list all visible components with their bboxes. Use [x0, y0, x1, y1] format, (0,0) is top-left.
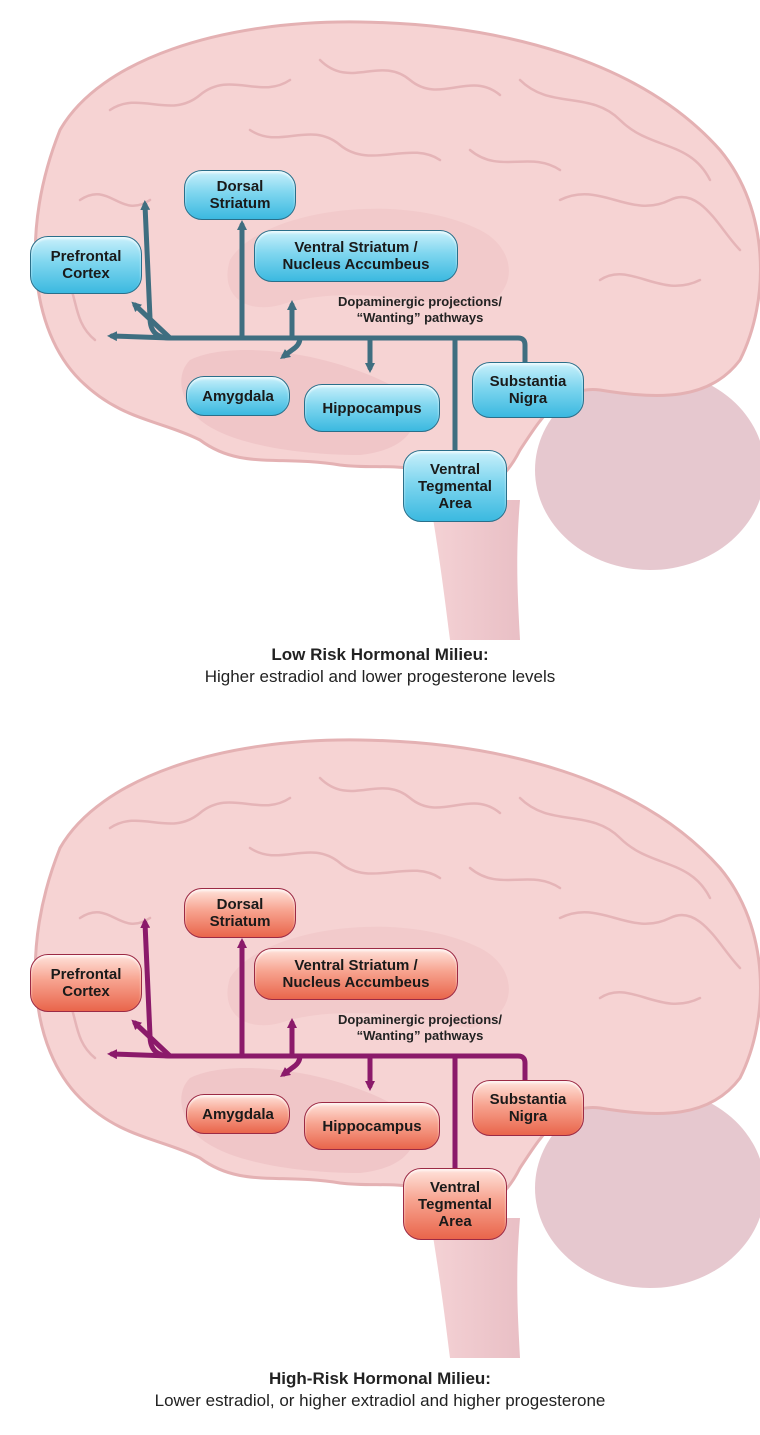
caption-title: Low Risk Hormonal Milieu:: [0, 644, 760, 666]
label-dorsal-striatum: Dorsal Striatum: [184, 888, 296, 938]
label-substantia-nigra: Substantia Nigra: [472, 1080, 584, 1136]
label-ventral-striatum: Ventral Striatum / Nucleus Accumbeus: [254, 230, 458, 282]
caption-high-risk: High-Risk Hormonal Milieu: Lower estradi…: [0, 1368, 760, 1412]
label-dorsal-striatum: Dorsal Striatum: [184, 170, 296, 220]
label-amygdala: Amygdala: [186, 376, 290, 416]
label-amygdala: Amygdala: [186, 1094, 290, 1134]
projections-text: Dopaminergic projections/ “Wanting” path…: [310, 1012, 530, 1044]
caption-low-risk: Low Risk Hormonal Milieu: Higher estradi…: [0, 644, 760, 688]
panel-low-risk: Prefrontal Cortex Dorsal Striatum Ventra…: [0, 0, 760, 700]
label-substantia-nigra: Substantia Nigra: [472, 362, 584, 418]
label-prefrontal-cortex: Prefrontal Cortex: [30, 954, 142, 1012]
panel-high-risk: Prefrontal Cortex Dorsal Striatum Ventra…: [0, 718, 760, 1435]
caption-subtitle: Higher estradiol and lower progesterone …: [0, 666, 760, 688]
projections-text: Dopaminergic projections/ “Wanting” path…: [310, 294, 530, 326]
caption-title: High-Risk Hormonal Milieu:: [0, 1368, 760, 1390]
label-prefrontal-cortex: Prefrontal Cortex: [30, 236, 142, 294]
label-ventral-tegmental-area: Ventral Tegmental Area: [403, 1168, 507, 1240]
label-ventral-tegmental-area: Ventral Tegmental Area: [403, 450, 507, 522]
caption-subtitle: Lower estradiol, or higher extradiol and…: [0, 1390, 760, 1412]
label-hippocampus: Hippocampus: [304, 384, 440, 432]
label-ventral-striatum: Ventral Striatum / Nucleus Accumbeus: [254, 948, 458, 1000]
label-hippocampus: Hippocampus: [304, 1102, 440, 1150]
